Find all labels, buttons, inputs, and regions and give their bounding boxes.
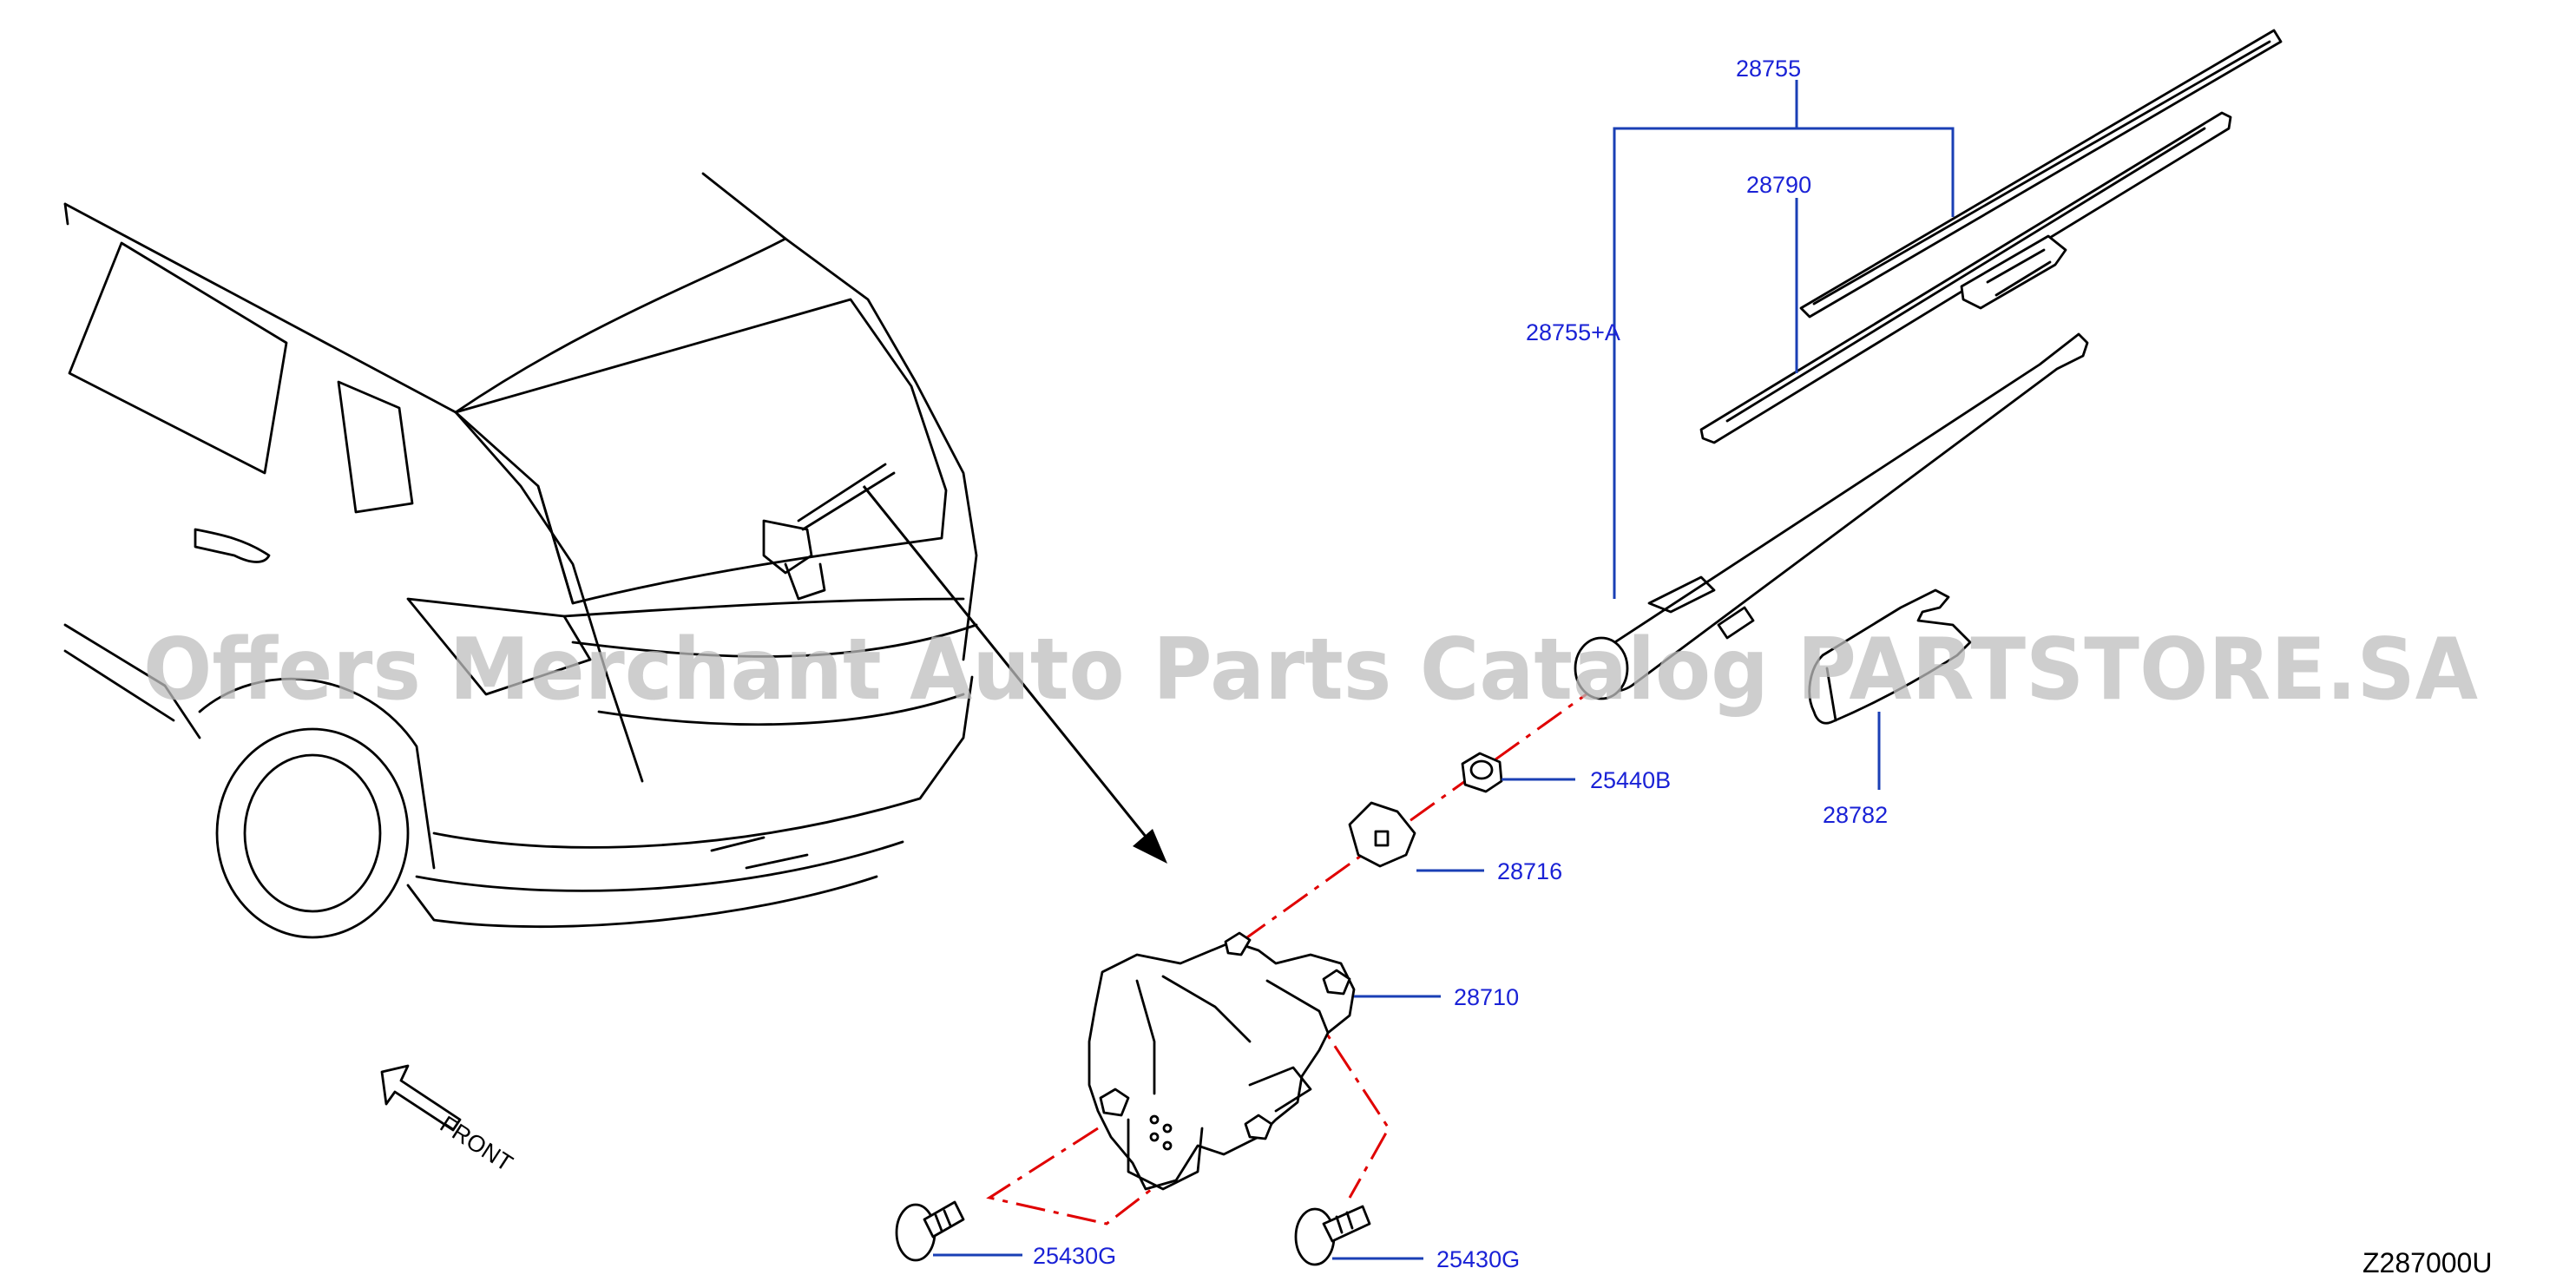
callout-25430g-right: 25430G	[1436, 1246, 1520, 1272]
front-label: FRONT	[436, 1111, 517, 1177]
front-direction-indicator: FRONT	[380, 1064, 517, 1177]
callout-28755: 28755	[1736, 56, 1801, 82]
leader-lines	[933, 80, 1955, 1260]
callout-25440b: 25440B	[1590, 767, 1671, 793]
wiper-arm-head	[1574, 332, 2089, 700]
callout-28790: 28790	[1746, 172, 1811, 198]
callout-25430g-left: 25430G	[1033, 1243, 1116, 1269]
detail-arrow	[862, 485, 1167, 864]
nut	[1461, 752, 1503, 793]
callout-labels: 28755 28790 28755+A 25440B 28782 28716 2…	[1033, 56, 1888, 1272]
bolt-left	[895, 1200, 965, 1262]
wiper-arm	[1699, 111, 2232, 444]
seal-grommet	[1348, 801, 1416, 868]
vehicle-illustration	[63, 172, 978, 939]
callout-28755-a: 28755+A	[1526, 319, 1620, 345]
callout-28710: 28710	[1454, 984, 1519, 1010]
bolt-right	[1294, 1205, 1371, 1266]
callout-28782: 28782	[1823, 802, 1888, 828]
callout-28716: 28716	[1497, 858, 1562, 884]
diagram-code: Z287000U	[2362, 1247, 2492, 1278]
wiper-blade	[1799, 29, 2283, 319]
wiper-cap	[1808, 588, 1972, 725]
watermark-text: Offers Merchant Auto Parts Catalog PARTS…	[143, 621, 2478, 720]
wiper-motor	[1088, 931, 1356, 1191]
